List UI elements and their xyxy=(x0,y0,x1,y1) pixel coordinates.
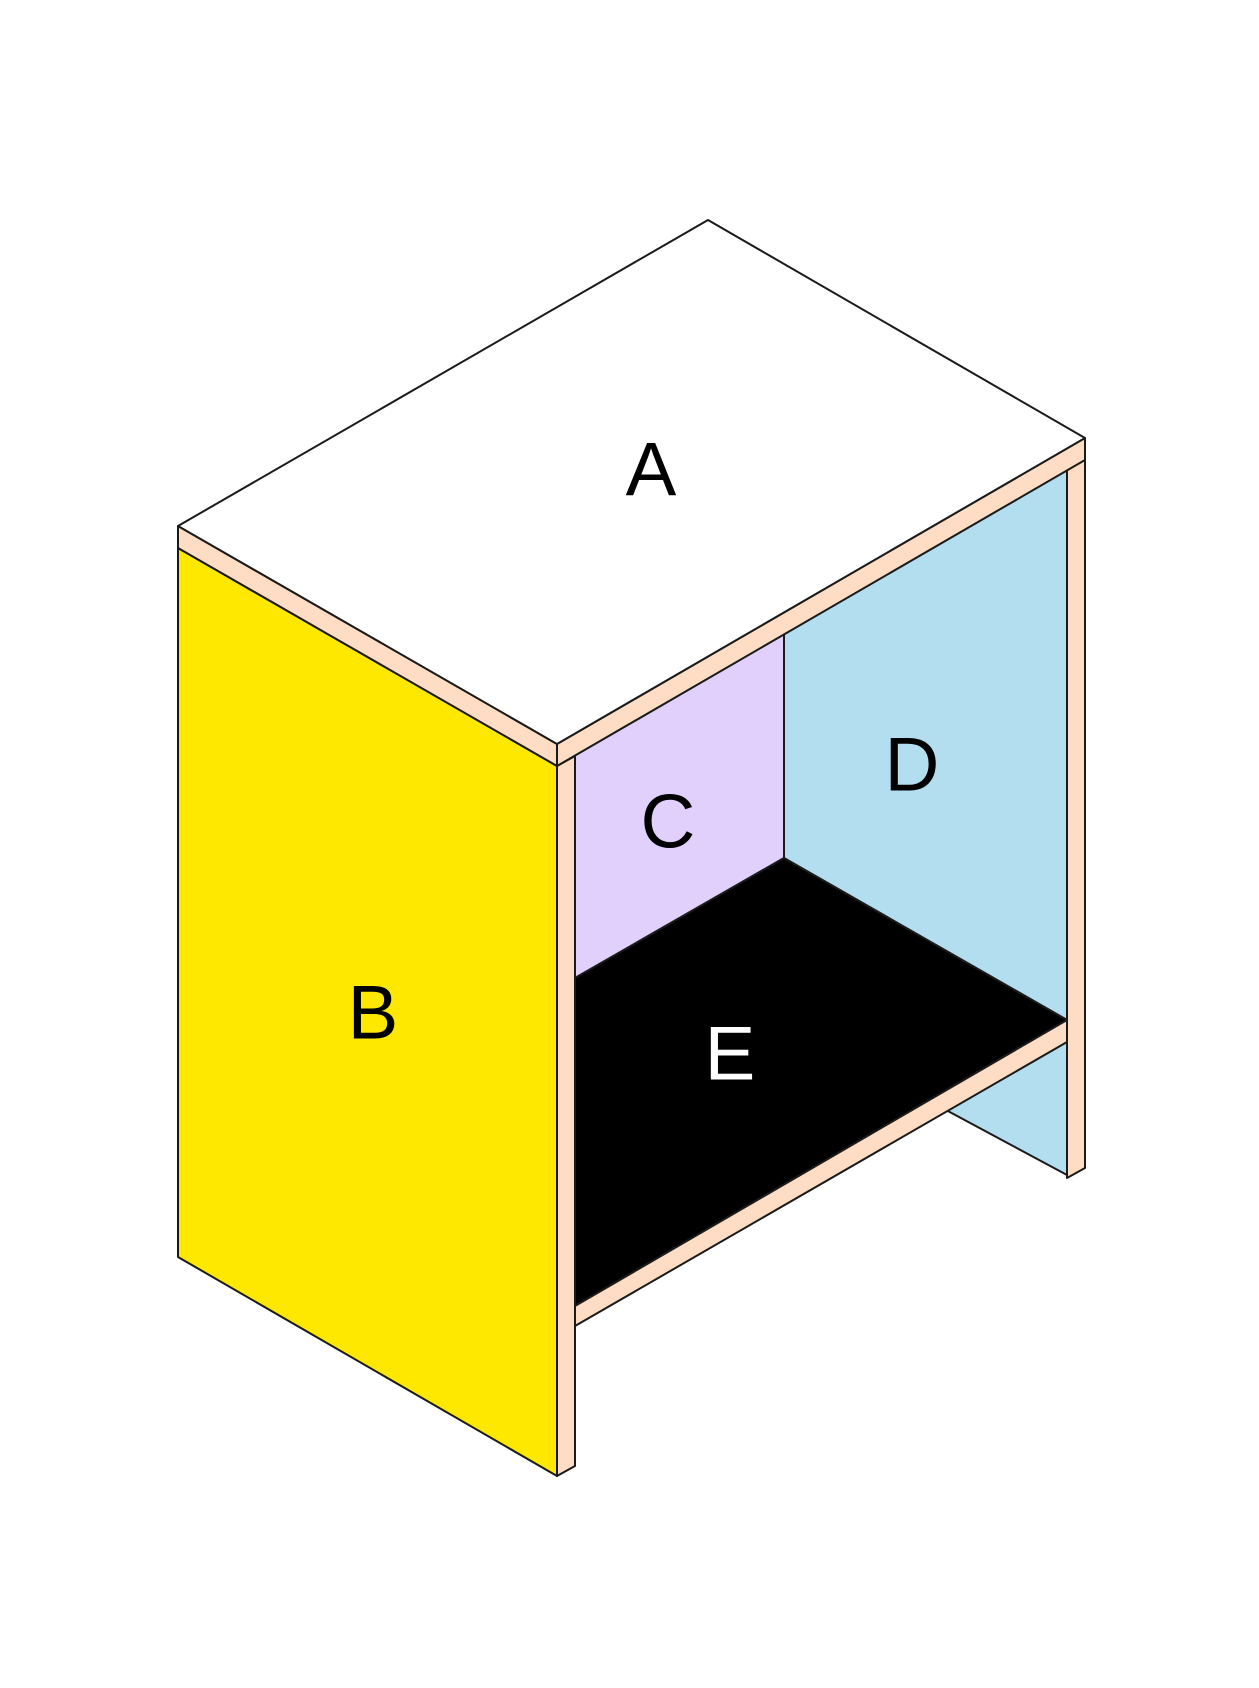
panel-a-label: A xyxy=(626,428,677,513)
panel-c-label: C xyxy=(641,780,696,865)
panel-b-front-edge xyxy=(556,755,576,1477)
panel-a xyxy=(177,219,1086,745)
panel-d-label: D xyxy=(885,723,940,808)
panel-d-front-edge xyxy=(1066,455,1086,1179)
panel-e-label: E xyxy=(705,1012,756,1097)
panel-b-label: B xyxy=(348,971,399,1056)
